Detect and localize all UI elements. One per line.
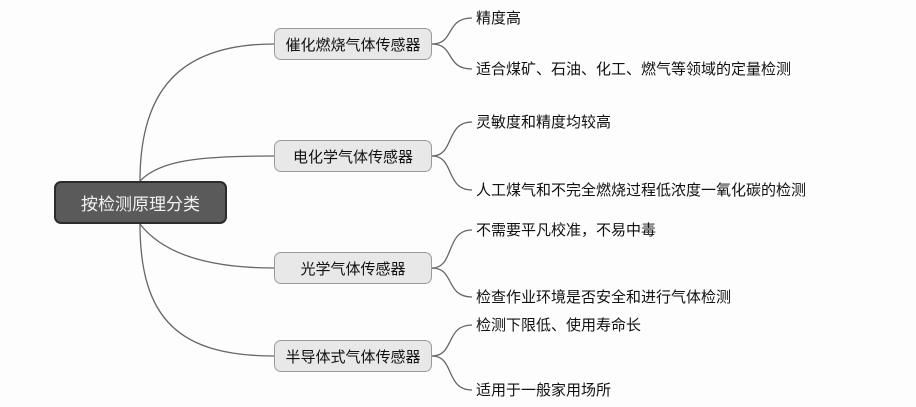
leaf-text: 人工煤气和不完全燃烧过程低浓度一氧化碳的检测: [476, 181, 807, 199]
leaf-text: 精度高: [476, 9, 522, 27]
root-node: 按检测原理分类: [54, 181, 227, 224]
connector-leaf-2b: [431, 155, 473, 191]
leaf-text: 检测下限低、使用寿命长: [476, 316, 642, 334]
connector-root-branch-3: [139, 223, 275, 269]
branch-semiconductor: 半导体式气体传感器: [274, 340, 432, 372]
connector-leaf-3b: [431, 267, 473, 298]
leaf-text: 适合煤矿、石油、化工、燃气等领域的定量检测: [476, 60, 792, 78]
connector-leaf-4b: [431, 355, 473, 391]
leaf-text: 灵敏度和精度均较高: [476, 113, 612, 131]
leaf-text: 检查作业环境是否安全和进行气体检测: [476, 288, 732, 306]
connector-leaf-1b: [431, 43, 473, 70]
connector-leaf-1a: [431, 17, 473, 45]
leaf-text: 不需要平凡校准，不易中毒: [476, 221, 657, 239]
connector-leaf-2a: [431, 121, 473, 157]
leaf-text: 适用于一般家用场所: [476, 381, 612, 399]
connector-root-branch-2: [139, 155, 275, 182]
connector-leaf-3a: [431, 229, 473, 269]
branch-electrochemical: 电化学气体传感器: [274, 140, 432, 172]
connector-root-branch-4: [139, 223, 275, 357]
connector-leaf-4a: [431, 324, 473, 357]
branch-catalytic-combustion: 催化燃烧气体传感器: [274, 28, 432, 60]
connector-root-branch-1: [139, 43, 275, 182]
branch-optical: 光学气体传感器: [274, 252, 432, 284]
